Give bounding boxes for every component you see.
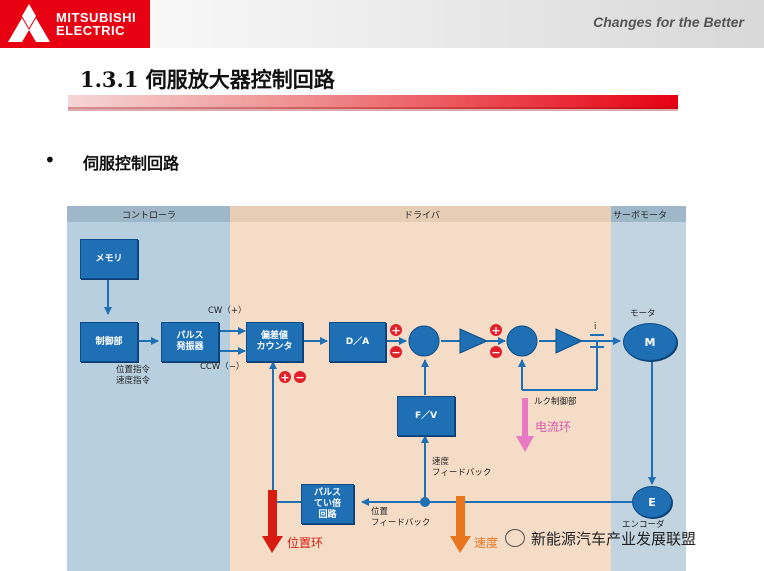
encoder-symbol: E: [632, 486, 672, 518]
motor-symbol: M: [623, 323, 677, 361]
section-driver-label: ドライバ: [404, 211, 440, 221]
speed-loop-arrow: [450, 496, 471, 553]
speed-feedback-label: 速度 フィードバック: [432, 457, 492, 478]
encoder-label: エンコーダ: [622, 520, 665, 530]
position-loop-label: 位置环: [287, 536, 324, 550]
fv-converter-block: F／V: [397, 396, 455, 436]
three-diamonds-icon: [8, 4, 50, 42]
servo-header: [611, 206, 686, 222]
speed-command-label: 速度指令: [116, 376, 151, 386]
watermark-text: 新能源汽车产业发展联盟: [531, 529, 697, 548]
mitsubishi-logo: MITSUBISHI ELECTRIC: [0, 0, 150, 48]
svg-text:+: +: [491, 324, 500, 337]
bullet: •: [44, 148, 56, 172]
tagline: Changes for the Better: [593, 14, 744, 30]
pulse-multiplier-block: パルス てい倍 回路: [301, 484, 354, 524]
header-bar: MITSUBISHI ELECTRIC Changes for the Bett…: [0, 0, 764, 48]
control-unit-block: 制御部: [80, 322, 138, 362]
torque-control-label: ルク制御部: [534, 397, 577, 407]
brand-line-2: ELECTRIC: [56, 23, 125, 38]
current-symbol-label: i: [594, 322, 597, 332]
section-servo-label: サーボモータ: [613, 211, 668, 221]
title-underline-shadow: [68, 107, 678, 111]
position-feedback-label: 位置 フィードバック: [371, 507, 431, 528]
ccw-label: CCW（−）: [200, 362, 245, 372]
brand-line-1: MITSUBISHI: [56, 10, 137, 25]
subtitle: 伺服控制回路: [83, 154, 180, 173]
svg-text:−: −: [391, 346, 400, 359]
svg-text:−: −: [491, 346, 500, 359]
page-title: 1.3.1 伺服放大器控制回路: [80, 67, 335, 92]
wechat-icon: [505, 529, 525, 547]
speed-loop-label: 速度: [474, 536, 499, 550]
position-command-label: 位置指令: [116, 365, 151, 375]
svg-text:+: +: [280, 371, 289, 384]
da-converter-block: D／A: [329, 322, 386, 362]
motor-label: モータ: [630, 309, 656, 319]
current-loop-arrow: [516, 398, 534, 452]
title-underline-bar: [68, 95, 678, 109]
driver-panel: [230, 206, 611, 571]
watermark: 新能源汽车产业发展联盟: [505, 526, 696, 550]
memory-block: メモリ: [80, 239, 138, 279]
svg-text:+: +: [391, 324, 400, 337]
error-counter-block: 偏差値 カウンタ: [246, 322, 303, 362]
pulse-oscillator-block: パルス 発振器: [161, 322, 219, 362]
section-controller-label: コントローラ: [122, 211, 177, 221]
controller-header: [67, 206, 230, 222]
cw-label: CW（+）: [208, 306, 247, 316]
position-loop-arrow: [262, 490, 283, 553]
current-loop-label: 电流环: [535, 420, 572, 434]
driver-header: [230, 206, 611, 222]
svg-text:−: −: [295, 371, 304, 384]
